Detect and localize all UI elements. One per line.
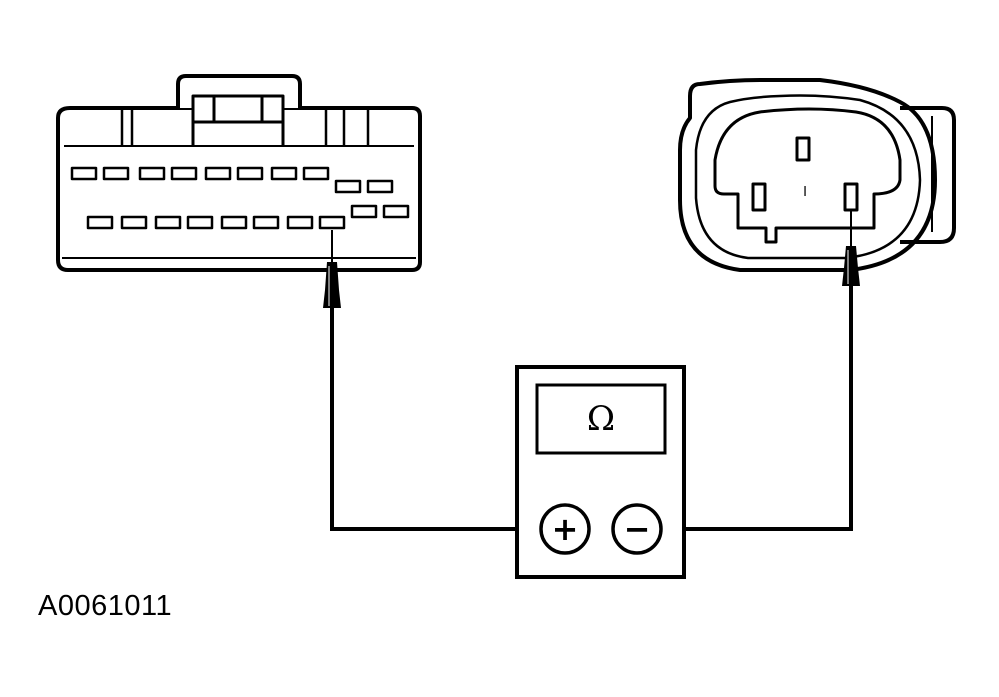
test-probe-left <box>323 230 341 308</box>
sensor-pin-marking: I <box>803 185 807 200</box>
sensor-connector-ear <box>900 106 956 244</box>
harness-connector <box>56 74 422 272</box>
test-probe-right <box>842 210 860 286</box>
negative-test-lead <box>663 286 853 531</box>
sensor-connector: I <box>678 78 956 272</box>
positive-test-lead <box>330 308 540 531</box>
negative-terminal: − <box>611 503 663 555</box>
ohm-symbol: Ω <box>587 399 615 439</box>
positive-terminal-symbol: + <box>552 510 579 548</box>
ohmmeter-display <box>535 383 667 455</box>
sensor-pin-top <box>795 136 811 162</box>
figure-id: A0061011 <box>38 590 173 622</box>
harness-connector-lock-detail <box>191 96 285 146</box>
harness-connector-ribs <box>120 108 370 146</box>
sensor-pin-right <box>843 182 859 212</box>
harness-connector-lock-window <box>191 94 285 124</box>
sensor-connector-housing <box>678 78 937 272</box>
sensor-connector-inner-ring <box>694 94 922 260</box>
harness-connector-body <box>56 106 422 272</box>
sensor-pin-left <box>751 182 767 212</box>
ohmmeter: Ω + − <box>515 365 686 579</box>
negative-terminal-symbol: − <box>624 510 651 548</box>
sensor-connector-pin-well <box>713 107 902 244</box>
harness-connector-upper-cavities <box>70 166 394 194</box>
harness-connector-lower-cavities <box>86 204 410 230</box>
positive-terminal: + <box>539 503 591 555</box>
